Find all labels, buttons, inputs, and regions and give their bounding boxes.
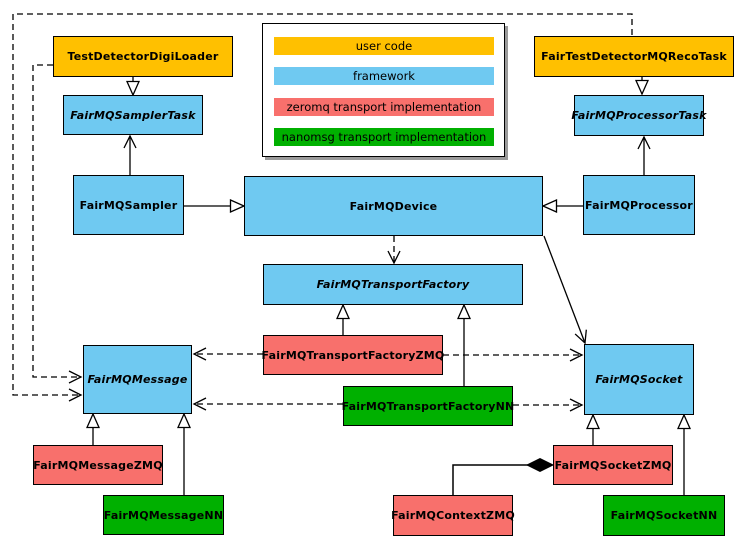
node-fairmq-transport-factory-nn: FairMQTransportFactoryNN — [342, 386, 514, 426]
node-fairmq-message-zmq: FairMQMessageZMQ — [33, 445, 163, 485]
node-fairmq-sampler: FairMQSampler — [73, 175, 184, 235]
composition-line-contextzmq-socketzmq — [452, 464, 528, 495]
node-fairmq-context-zmq: FairMQContextZMQ — [391, 495, 515, 536]
node-fairmq-processor: FairMQProcessor — [583, 175, 695, 235]
node-fairmq-socket: FairMQSocket — [584, 344, 694, 415]
association-device-to-socket — [543, 235, 587, 345]
dependency-recotask-to-message — [12, 13, 633, 402]
legend-item-nanomsg: nanomsg transport implementation — [274, 128, 494, 146]
legend-box: user code framework zeromq transport imp… — [262, 23, 505, 157]
node-fairmq-message: FairMQMessage — [83, 345, 192, 414]
composition-diamond-icon — [525, 457, 555, 473]
node-fairmq-message-nn: FairMQMessageNN — [103, 495, 224, 535]
node-fair-test-detector-mq-reco-task: FairTestDetectorMQRecoTask — [534, 36, 734, 77]
node-fairmq-sampler-task: FairMQSamplerTask — [63, 95, 203, 135]
dependency-digiloader-to-message — [32, 64, 83, 384]
node-fairmq-transport-factory-zmq: FairMQTransportFactoryZMQ — [262, 335, 444, 375]
node-fairmq-socket-zmq: FairMQSocketZMQ — [553, 445, 673, 485]
node-fairmq-socket-nn: FairMQSocketNN — [603, 495, 725, 536]
node-test-detector-digi-loader: TestDetectorDigiLoader — [53, 36, 233, 77]
legend-item-framework: framework — [274, 67, 494, 85]
node-fairmq-processor-task: FairMQProcessorTask — [571, 95, 706, 136]
legend-item-zeromq: zeromq transport implementation — [274, 98, 494, 116]
node-fairmq-device: FairMQDevice — [244, 176, 543, 236]
node-fairmq-transport-factory: FairMQTransportFactory — [263, 264, 523, 305]
legend-item-user-code: user code — [274, 37, 494, 55]
